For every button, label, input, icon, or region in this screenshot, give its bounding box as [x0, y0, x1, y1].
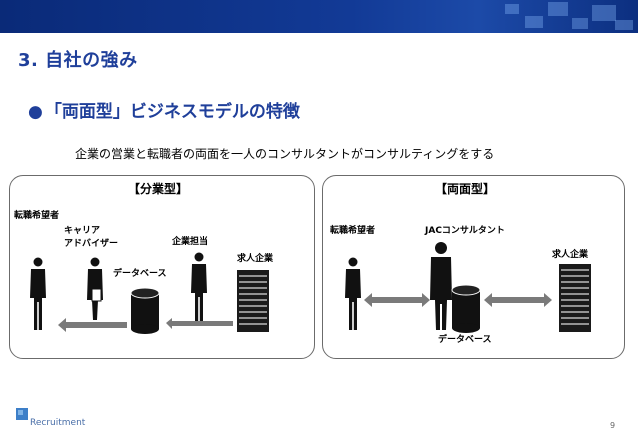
career-advisor-figure — [87, 257, 103, 320]
arrow-company-to-rep — [166, 318, 233, 329]
building-icon-right — [559, 264, 591, 332]
label-career-advisor-line2: アドバイザー — [64, 239, 119, 249]
database-icon-left — [130, 287, 160, 334]
label-corporate-rep: 企業担当 — [172, 237, 209, 247]
label-hiring-company: 求人企業 — [237, 254, 274, 264]
arrow-consultant-company — [484, 293, 552, 307]
database-icon-right — [451, 284, 481, 333]
building-icon-left — [237, 270, 269, 332]
page-title: 3. 自社の強み — [18, 50, 138, 71]
bullet-icon: ● — [28, 102, 43, 122]
label-database-right: データベース — [438, 335, 492, 345]
jac-logo-icon — [16, 408, 28, 420]
section-heading: ●「両面型」ビジネスモデルの特徴 — [28, 97, 300, 122]
consultant-figure — [430, 242, 452, 330]
label-job-seeker: 転職希望者 — [14, 211, 60, 221]
panel-title-dual: 【両面型】 — [435, 182, 496, 196]
job-seeker-figure-right — [345, 257, 361, 330]
label-career-advisor-line1: キャリア — [64, 226, 101, 236]
description-text: 企業の営業と転職者の両面を一人のコンサルタントがコンサルティングをする — [75, 147, 495, 161]
arrow-db-to-seeker — [58, 318, 127, 332]
page-number: 9 — [610, 421, 616, 430]
corporate-rep-figure — [191, 252, 207, 325]
label-hiring-company-right: 求人企業 — [552, 250, 589, 260]
panel-title-divided: 【分業型】 — [128, 182, 189, 196]
header-banner — [0, 0, 638, 33]
label-job-seeker-right: 転職希望者 — [330, 226, 376, 236]
label-consultant: JACコンサルタント — [425, 226, 505, 236]
arrow-seeker-consultant — [364, 293, 430, 307]
footer-brand: Recruitment — [30, 418, 86, 428]
job-seeker-figure-left — [30, 257, 46, 330]
section-heading-text: 「両面型」ビジネスモデルの特徴 — [44, 102, 300, 122]
label-database: データベース — [113, 269, 167, 279]
